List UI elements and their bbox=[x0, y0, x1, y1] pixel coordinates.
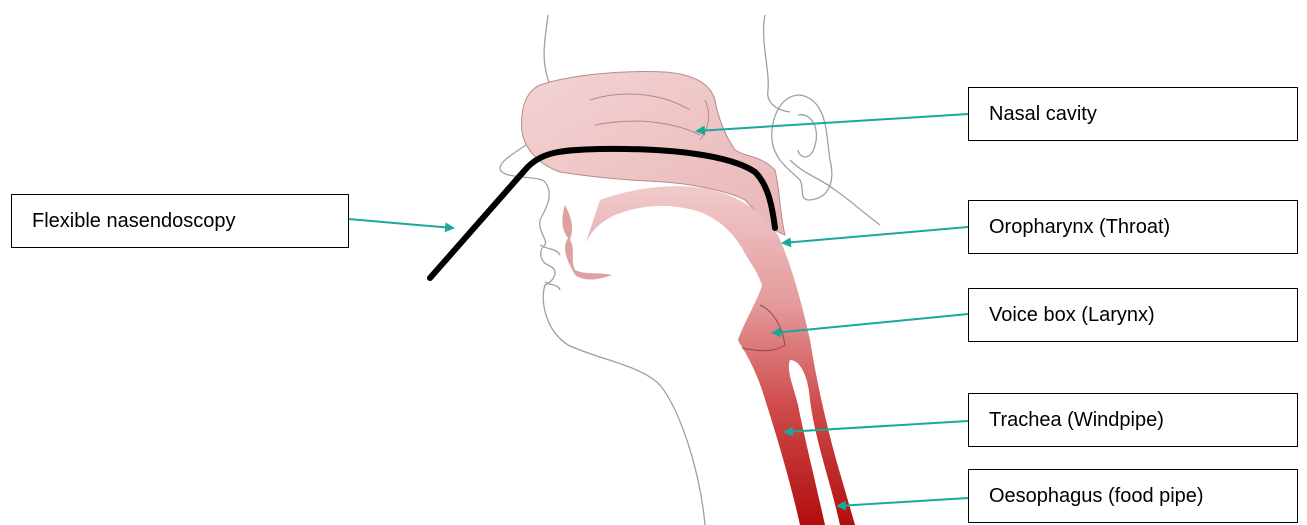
airway-tract bbox=[562, 186, 855, 525]
arrow-oesophagus bbox=[838, 498, 968, 506]
label-trachea: Trachea (Windpipe) bbox=[968, 393, 1298, 447]
label-nasal-cavity: Nasal cavity bbox=[968, 87, 1298, 141]
label-voice-box: Voice box (Larynx) bbox=[968, 288, 1298, 342]
arrow-nasal-cavity bbox=[697, 114, 968, 131]
label-oesophagus: Oesophagus (food pipe) bbox=[968, 469, 1298, 523]
arrow-oropharynx bbox=[783, 227, 968, 243]
label-flexible-nasendoscopy: Flexible nasendoscopy bbox=[11, 194, 349, 248]
arrow-flexible-nasendoscopy bbox=[348, 219, 453, 228]
label-oropharynx: Oropharynx (Throat) bbox=[968, 200, 1298, 254]
